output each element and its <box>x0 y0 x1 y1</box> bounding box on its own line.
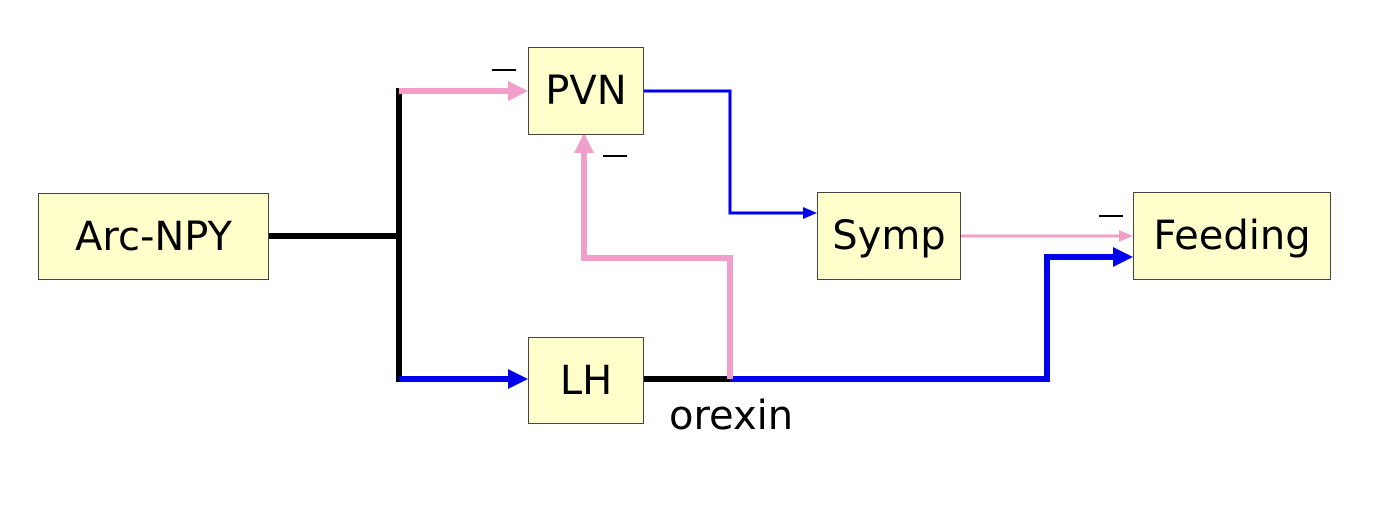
node-lh: LH <box>528 337 644 424</box>
node-pvn-label: PVN <box>545 68 627 114</box>
inhibition-mark-pvn-left <box>492 69 516 71</box>
inhibition-mark-feeding <box>1099 215 1123 217</box>
node-arc-npy-label: Arc-NPY <box>75 213 232 260</box>
node-arc-npy: Arc-NPY <box>38 193 269 280</box>
node-pvn: PVN <box>528 47 644 135</box>
node-lh-label: LH <box>559 357 613 404</box>
inhibition-mark-pvn-bottom <box>603 155 627 157</box>
node-feeding: Feeding <box>1133 192 1331 280</box>
arrowhead-symp-to-feeding <box>1119 230 1133 242</box>
edge-pvn-to-symp <box>644 89 806 215</box>
node-feeding-label: Feeding <box>1153 213 1311 259</box>
node-symp-label: Symp <box>832 213 946 259</box>
arrowhead-to-pvn-bottom <box>574 133 594 153</box>
arrowhead-to-pvn <box>508 81 528 101</box>
node-symp: Symp <box>817 192 961 280</box>
edge-lh-to-feeding <box>730 254 1118 382</box>
orexin-label: orexin <box>669 393 794 439</box>
arrowhead-lh-to-feeding <box>1113 247 1133 267</box>
arrowhead-to-symp <box>803 207 817 219</box>
arrowhead-to-lh <box>508 369 528 389</box>
edge-orexin-to-pvn <box>581 148 733 379</box>
